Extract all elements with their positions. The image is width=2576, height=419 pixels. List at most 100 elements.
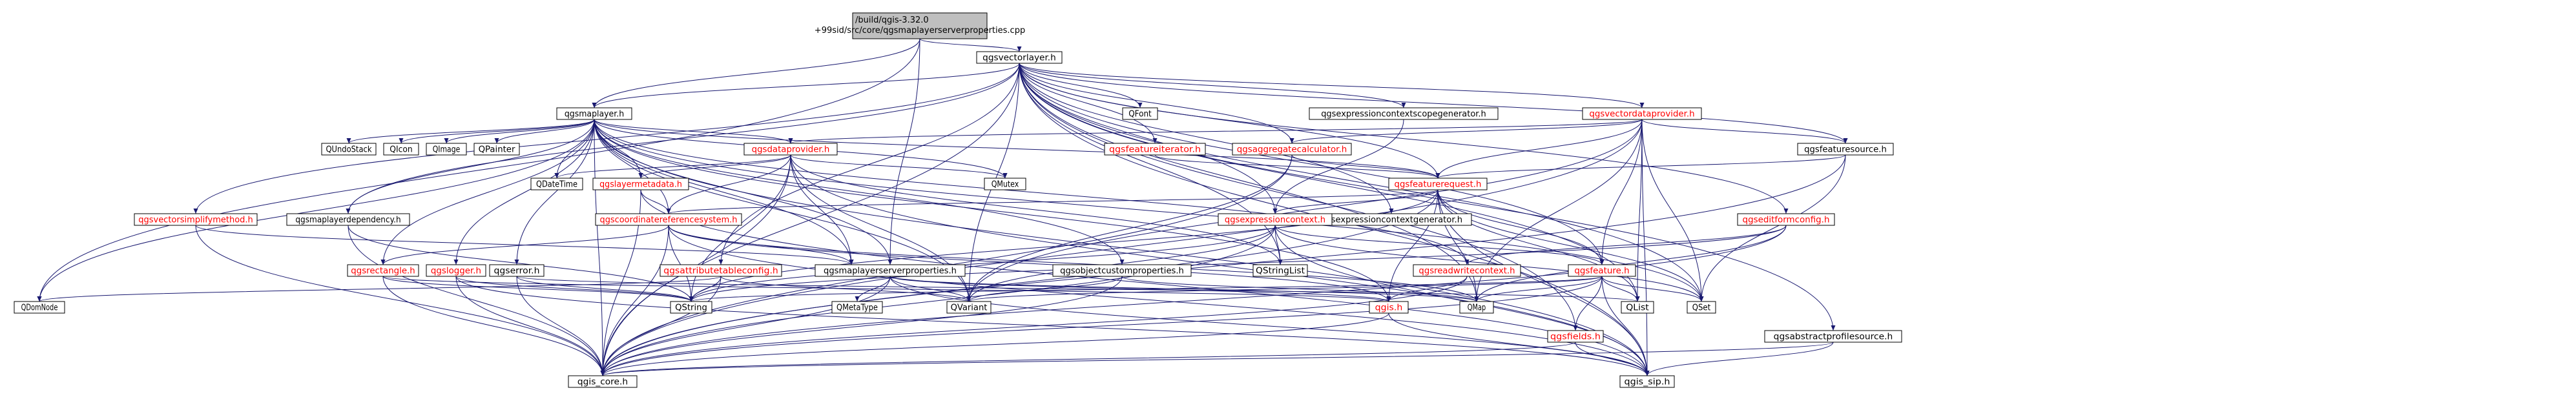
node-mlsp[interactable]: qgsmaplayerserverproperties.h <box>815 264 966 277</box>
node-exprctxgen[interactable]: qgsexpressioncontextscopegenerator.h <box>1309 107 1499 120</box>
edge-arrowhead-vectorlayer-to-vsimplify <box>193 209 198 214</box>
node-qicon[interactable]: QIcon <box>383 143 419 156</box>
node-qmetatype[interactable]: QMetaType <box>831 301 883 314</box>
node-label-mlsp: qgsmaplayerserverproperties.h <box>824 267 957 276</box>
node-absprofile[interactable]: qgsabstractprofilesource.h <box>1764 330 1902 343</box>
edge-vectorlayer-to-aggcalc <box>1019 63 1293 144</box>
node-featiter[interactable]: qgsfeatureiterator.h <box>1104 143 1206 156</box>
node-qstring[interactable]: QString <box>670 301 712 314</box>
node-fields[interactable]: qgsfields.h <box>1547 330 1604 343</box>
node-editform[interactable]: qgseditformconfig.h <box>1737 213 1835 226</box>
edge-crs-to-qstring <box>668 225 692 302</box>
edge-arrowhead-maplayer-to-objcustom <box>1119 260 1125 265</box>
edge-vectorlayer-to-featsource <box>1019 63 1846 144</box>
edge-arrowhead-feature-to-fields <box>1573 325 1578 331</box>
edge-aggcalc-to-featreq <box>1291 154 1439 179</box>
node-sip[interactable]: qgis_sip.h <box>1619 375 1675 388</box>
edge-maplayer-to-qundostack <box>348 119 595 144</box>
edge-featreq-to-qgish <box>1388 189 1439 302</box>
node-logger[interactable]: qgslogger.h <box>426 264 486 277</box>
node-label-qlist: QList <box>1626 303 1649 313</box>
node-qundostack[interactable]: QUndoStack <box>321 143 377 156</box>
node-vectorlayer[interactable]: qgsvectorlayer.h <box>976 51 1063 64</box>
node-root[interactable]: /build/qgis-3.32.0+99sid/src/core/qgsmap… <box>815 12 1025 39</box>
edge-mlsp-to-qmap <box>889 276 1477 302</box>
node-label-aggcalc: qgsaggregatecalculator.h <box>1237 145 1347 155</box>
node-objcustom[interactable]: qgsobjectcustomproperties.h <box>1052 264 1192 277</box>
node-readwrite[interactable]: qgsreadwritecontext.h <box>1413 264 1521 277</box>
edge-arrowhead-maplayer-to-mldep <box>346 209 351 214</box>
node-qlist[interactable]: QList <box>1621 301 1654 314</box>
node-layermeta[interactable]: qgslayermetadata.h <box>592 178 689 190</box>
edge-vsimplify-to-core <box>195 225 603 376</box>
node-box-absprofile <box>1764 330 1902 343</box>
node-qmap[interactable]: QMap <box>1459 301 1494 314</box>
edge-arrowhead-featsource-to-featreq <box>1435 173 1440 178</box>
edge-aggcalc-to-qvariant <box>968 154 1293 302</box>
edge-vdp-to-sip <box>1641 119 1648 376</box>
edge-maplayer-to-qgish <box>594 119 1389 302</box>
node-qmutex[interactable]: QMutex <box>984 178 1026 190</box>
node-label-root-0: /build/qgis-3.32.0 <box>855 15 929 25</box>
edge-arrowhead-vectorlayer-to-exprctxgen <box>1401 103 1406 108</box>
node-aggcalc[interactable]: qgsaggregatecalculator.h <box>1232 143 1352 156</box>
edge-arrowhead-mlsp-to-qmetatype <box>855 296 860 301</box>
node-maplayer[interactable]: qgsmaplayer.h <box>556 107 632 120</box>
node-exprctxgen2[interactable]: qgsexpressioncontextgenerator.h <box>1311 213 1472 226</box>
node-qimage[interactable]: QImage <box>426 143 467 156</box>
edge-editform-to-readwrite <box>1466 225 1787 265</box>
edge-readwrite-to-core <box>602 276 1468 376</box>
node-qpainter[interactable]: QPainter <box>473 143 520 156</box>
node-rect[interactable]: qgsrectangle.h <box>347 264 419 277</box>
node-label-readwrite: qgsreadwritecontext.h <box>1418 267 1515 276</box>
node-qstringlist[interactable]: QStringList <box>1252 264 1308 277</box>
node-label-qstringlist: QStringList <box>1256 267 1305 276</box>
node-qfont[interactable]: QFont <box>1122 107 1158 120</box>
edge-vdp-to-qvariant <box>968 119 1643 302</box>
edge-arrowhead-absprofile-to-sip <box>1645 371 1650 376</box>
node-label-error: qgserror.h <box>494 267 540 276</box>
node-mldep[interactable]: qgsmaplayerdependency.h <box>286 213 410 226</box>
node-attrtable[interactable]: qgsattributetableconfig.h <box>660 264 782 277</box>
edge-arrowhead-root-to-vectorlayer <box>1017 46 1022 52</box>
edge-arrowhead-maplayer-to-qimage <box>444 138 449 143</box>
node-qset[interactable]: QSet <box>1687 301 1716 314</box>
node-box-qfont <box>1122 107 1158 120</box>
node-exprctx[interactable]: qgsexpressioncontext.h <box>1218 213 1333 226</box>
edge-arrowhead-dataprovider-to-layermeta <box>638 173 643 178</box>
edge-arrowhead-feature-to-qlist <box>1635 296 1640 301</box>
node-box-qvariant <box>946 301 992 314</box>
edge-vectorlayer-to-mldep <box>348 63 1020 214</box>
node-qdatetime[interactable]: QDateTime <box>530 178 583 190</box>
edge-crs-to-qgish <box>668 225 1389 302</box>
node-box-featiter <box>1104 143 1206 156</box>
edge-featreq-to-qstring <box>691 189 1439 302</box>
edge-qgish-to-core <box>602 312 1389 376</box>
node-qdomnode[interactable]: QDomNode <box>14 301 65 314</box>
node-label-layermeta: qgslayermetadata.h <box>599 180 682 190</box>
node-core[interactable]: qgis_core.h <box>568 375 638 388</box>
node-qgish[interactable]: qgis.h <box>1369 301 1409 314</box>
node-error[interactable]: qgserror.h <box>489 264 545 277</box>
node-feature[interactable]: qgsfeature.h <box>1568 264 1636 277</box>
node-label-qgish: qgis.h <box>1375 303 1403 313</box>
node-featreq[interactable]: qgsfeaturerequest.h <box>1388 178 1488 190</box>
edge-error-to-qlist <box>516 276 1638 302</box>
node-crs[interactable]: qgscoordinatereferencesystem.h <box>595 213 742 226</box>
edge-exprctx-to-feature <box>1274 225 1603 265</box>
node-featsource[interactable]: qgsfeaturesource.h <box>1797 143 1894 156</box>
edge-dataprovider-to-crs <box>668 154 791 214</box>
node-box-qmetatype <box>831 301 883 314</box>
edge-featreq-to-core <box>602 189 1439 376</box>
node-box-qset <box>1687 301 1716 314</box>
node-box-editform <box>1737 213 1835 226</box>
node-qvariant[interactable]: QVariant <box>946 301 992 314</box>
edge-vectorlayer-to-qstringlist <box>1019 63 1281 265</box>
node-vdp[interactable]: qgsvectordataprovider.h <box>1582 107 1702 120</box>
node-label-vsimplify: qgsvectorsimplifymethod.h <box>138 216 253 225</box>
node-vsimplify[interactable]: qgsvectorsimplifymethod.h <box>134 213 258 226</box>
edge-featsource-to-qset <box>1701 154 1846 302</box>
node-dataprovider[interactable]: qgsdataprovider.h <box>743 143 838 156</box>
edge-crs-to-sip <box>668 225 1648 376</box>
node-box-fields <box>1547 330 1604 343</box>
